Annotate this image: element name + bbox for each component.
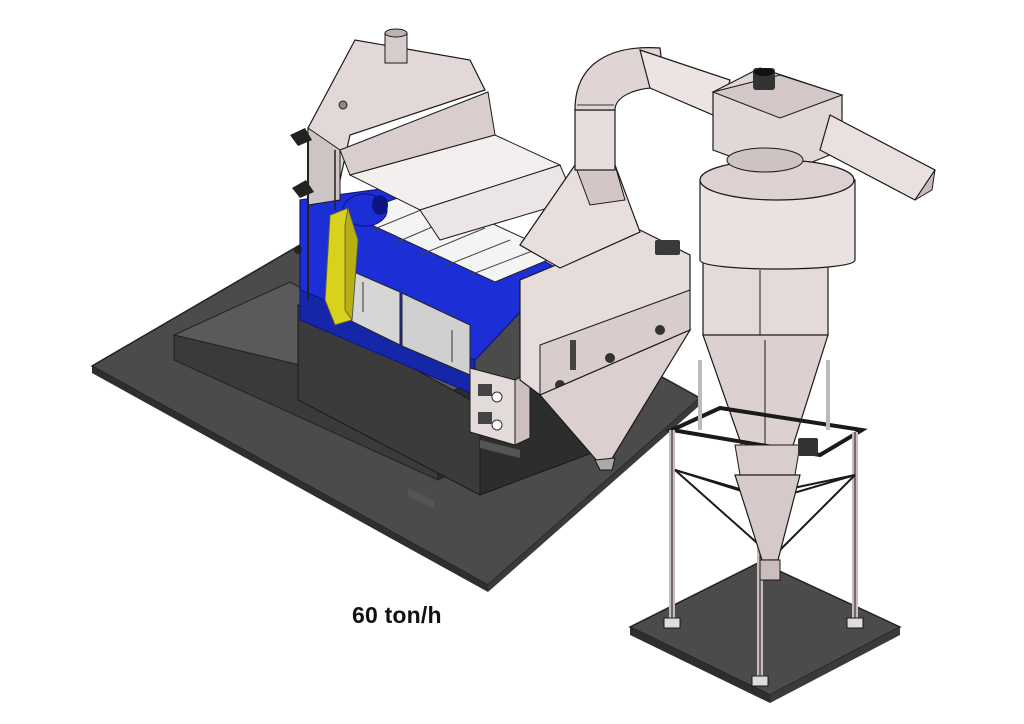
riser-duct [574, 47, 666, 171]
adjustment-handwheels [290, 128, 314, 254]
inlet-hood [307, 39, 576, 241]
cyclone-support-frame [665, 360, 868, 680]
cyclone-base-plate [628, 561, 902, 703]
inlet-pipe [384, 28, 408, 64]
discharge-cone [734, 474, 801, 581]
capacity-caption: 60 ton/h [352, 602, 442, 628]
belt-guard [324, 207, 359, 326]
inspection-doors [344, 267, 471, 509]
aspiration-chamber [519, 229, 691, 396]
fan-housing [711, 67, 844, 176]
drive-motor [342, 193, 388, 227]
exhaust-duct [819, 114, 936, 201]
foot-pads [663, 617, 864, 687]
side-frame [307, 127, 341, 300]
cyclone-cylinder [699, 147, 856, 344]
hopper-funnel [539, 328, 692, 472]
transition-duct [519, 164, 641, 269]
outlet-box [469, 367, 531, 458]
rotary-valve [734, 438, 818, 476]
